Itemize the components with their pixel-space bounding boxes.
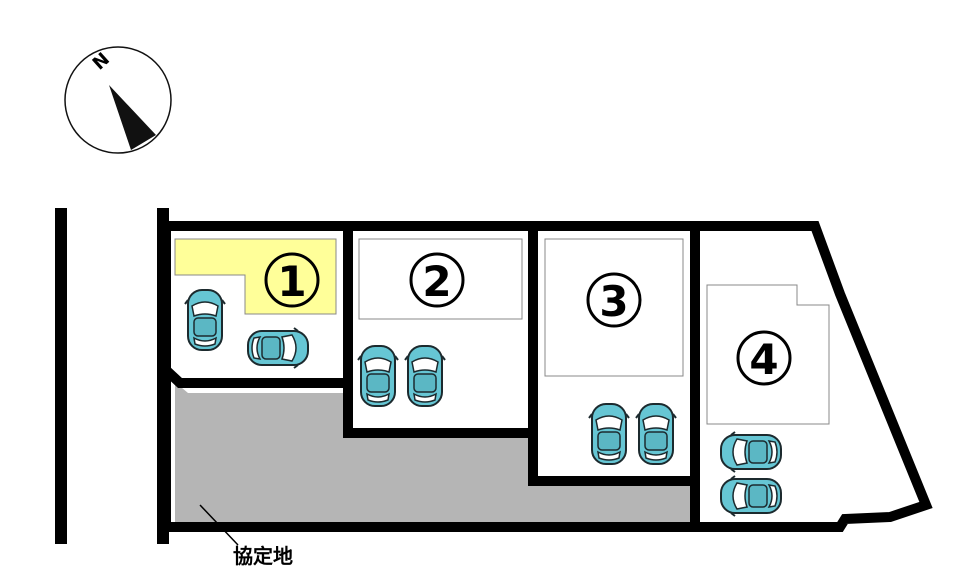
lot-boundaries — [161, 221, 933, 532]
lot-4-number-text: 4 — [749, 335, 778, 384]
car-icon — [588, 403, 630, 465]
car-icon — [357, 345, 399, 407]
lot-1-building — [174, 238, 337, 315]
compass: N — [64, 46, 172, 154]
lot-3-parking — [588, 403, 677, 465]
north-arrow-icon — [109, 85, 156, 150]
lot-1-number-text: 1 — [277, 257, 306, 306]
lot-2-parking — [357, 345, 446, 407]
shared-area-leader-line — [199, 504, 239, 546]
shared-area-label: 協定地 — [233, 544, 293, 568]
lot-4-number: 4 — [736, 330, 792, 386]
road-edge-left — [55, 208, 67, 544]
lot-2-number: 2 — [409, 252, 465, 308]
lot-1-number: 1 — [264, 252, 320, 308]
shared-area — [175, 382, 690, 522]
car-icon — [720, 431, 782, 473]
car-icon — [184, 289, 226, 351]
car-icon — [247, 327, 309, 369]
car-icon — [720, 475, 782, 517]
lot-4-parking — [720, 431, 782, 517]
car-icon — [404, 345, 446, 407]
lot-3-number: 3 — [586, 272, 642, 328]
lot-2-number-text: 2 — [422, 257, 451, 306]
lot-3-number-text: 3 — [599, 277, 628, 326]
car-icon — [635, 403, 677, 465]
lot-3-building — [544, 238, 684, 377]
lot-4-building — [706, 284, 830, 425]
